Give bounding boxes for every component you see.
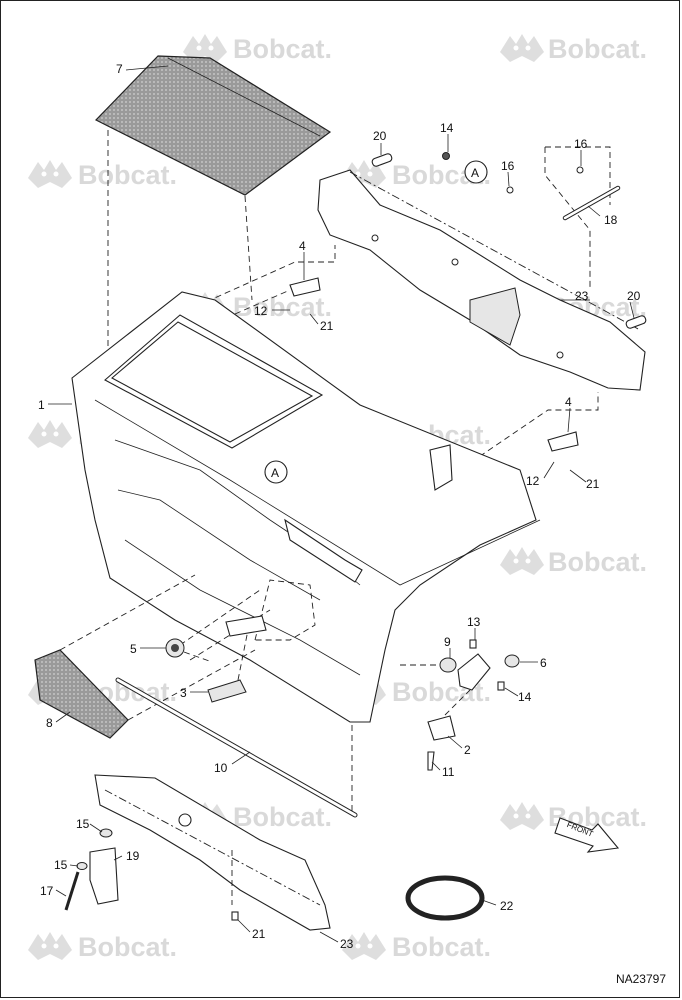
callout-21: 21 [320, 319, 334, 333]
detail-marker-a [464, 160, 488, 184]
callout-19: 19 [126, 849, 140, 863]
callout-5: 5 [130, 642, 137, 656]
callout-14: 14 [518, 690, 532, 704]
part-3-handle [207, 679, 247, 703]
callout-15: 15 [54, 858, 68, 872]
callout-16: 16 [574, 137, 588, 151]
part-7-top-mesh-pad [95, 55, 332, 196]
part-15-washer [99, 828, 113, 838]
callout-23: 23 [340, 937, 354, 951]
callout-22: 22 [500, 899, 514, 913]
callout-11: 11 [442, 765, 455, 779]
callout-20: 20 [373, 129, 387, 143]
callout-15: 15 [76, 817, 90, 831]
reference-code: NA23797 [615, 972, 666, 986]
part-19-bracket [89, 847, 119, 905]
callout-20: 20 [627, 289, 641, 303]
callout-2: 2 [464, 743, 471, 757]
part-6-bumper [504, 654, 520, 668]
callout-labels: 7 20 14 16 16 18 4 12 21 1 23 20 4 12 21… [38, 62, 641, 951]
callout-4: 4 [299, 239, 306, 253]
part-4-hinge [547, 431, 579, 452]
callout-18: 18 [604, 213, 618, 227]
part-latch-plate [457, 653, 491, 691]
callout-12: 12 [254, 304, 268, 318]
callout-10: 10 [214, 761, 228, 775]
watermark-text: Bobcat. [548, 34, 647, 64]
part-20-link [371, 153, 393, 167]
callout-4: 4 [565, 395, 572, 409]
part-22-seal [405, 875, 485, 921]
detail-marker-label: A [471, 166, 479, 180]
callout-12: 12 [526, 474, 540, 488]
callout-21: 21 [586, 477, 600, 491]
callout-1: 1 [38, 398, 45, 412]
callout-17: 17 [40, 884, 54, 898]
watermark-text: Bobcat. [78, 160, 177, 190]
part-8-side-mesh [34, 649, 129, 739]
part-23-rear-bracket [317, 169, 646, 391]
leader-lines [48, 65, 635, 943]
part-9-latch-spring [439, 657, 457, 673]
part-11-screw [427, 751, 435, 771]
callout-3: 3 [180, 686, 187, 700]
part-14-nut [497, 681, 505, 691]
watermark-text: Bobcat. [233, 34, 332, 64]
callout-16: 16 [501, 159, 515, 173]
watermark-text: Bobcat. [233, 802, 332, 832]
callout-14: 14 [440, 121, 454, 135]
watermark-text: Bobcat. [233, 292, 332, 322]
part-21-screw [231, 911, 239, 921]
watermark-text: Bobcat. [78, 932, 177, 962]
detail-marker-label: A [271, 466, 279, 480]
part-20-link [625, 315, 647, 329]
watermark-text: Bobcat. [548, 547, 647, 577]
part-16-clip [506, 186, 514, 194]
callout-13: 13 [467, 615, 481, 629]
part-23-lower-bracket [94, 774, 331, 931]
detail-marker-a [264, 460, 288, 484]
callout-9: 9 [444, 635, 451, 649]
part-15-washer [76, 862, 88, 870]
callout-23: 23 [575, 289, 589, 303]
watermark-text: Bobcat. [392, 932, 491, 962]
callout-6: 6 [540, 656, 547, 670]
callout-7: 7 [116, 62, 123, 76]
callout-21: 21 [252, 927, 266, 941]
part-2-latch-bracket [427, 715, 456, 741]
part-16-clip [576, 166, 584, 174]
part-4-hinge [289, 277, 321, 297]
part-13-bolt [469, 639, 477, 649]
part-14-nut [442, 152, 450, 160]
callout-8: 8 [46, 716, 53, 730]
